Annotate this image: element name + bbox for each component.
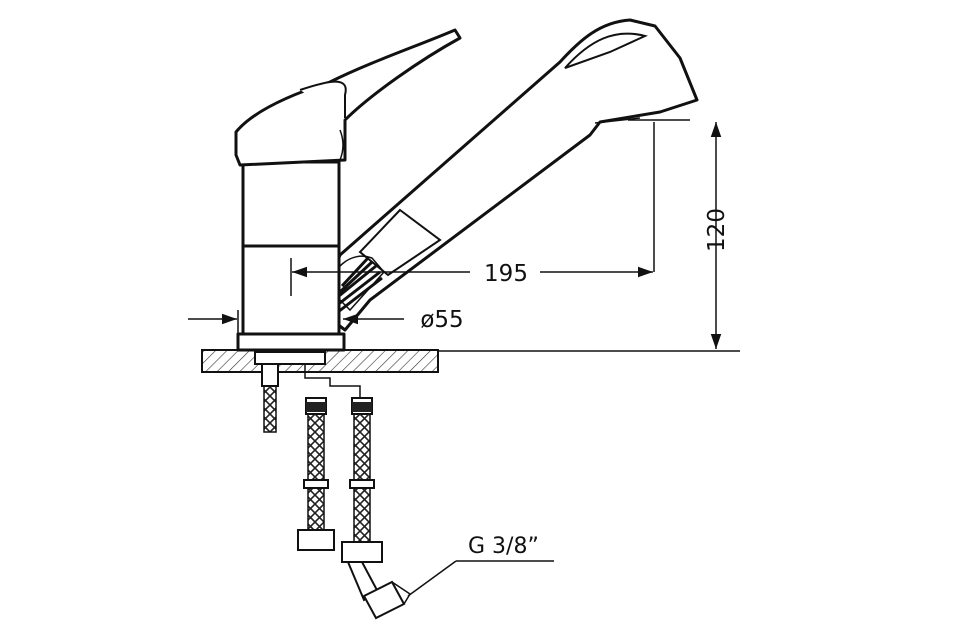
supply-hose-right xyxy=(341,397,412,620)
height-dimension: 120 xyxy=(628,119,730,349)
connector-callout-label: G 3/8” xyxy=(468,534,539,559)
supply-hose-left xyxy=(297,397,335,551)
reach-dimension: 195 xyxy=(290,122,655,296)
pull-out-spout xyxy=(328,18,699,332)
mounting-stud xyxy=(254,351,361,433)
reach-dimension-label: 195 xyxy=(484,261,528,287)
faucet-body xyxy=(236,160,346,352)
height-dimension-label: 120 xyxy=(704,208,730,252)
lever-handle xyxy=(234,28,462,167)
connector-callout: G 3/8” xyxy=(407,534,554,597)
diameter-dimension-label: ø55 xyxy=(420,307,463,333)
diameter-dimension: ø55 xyxy=(188,307,464,334)
